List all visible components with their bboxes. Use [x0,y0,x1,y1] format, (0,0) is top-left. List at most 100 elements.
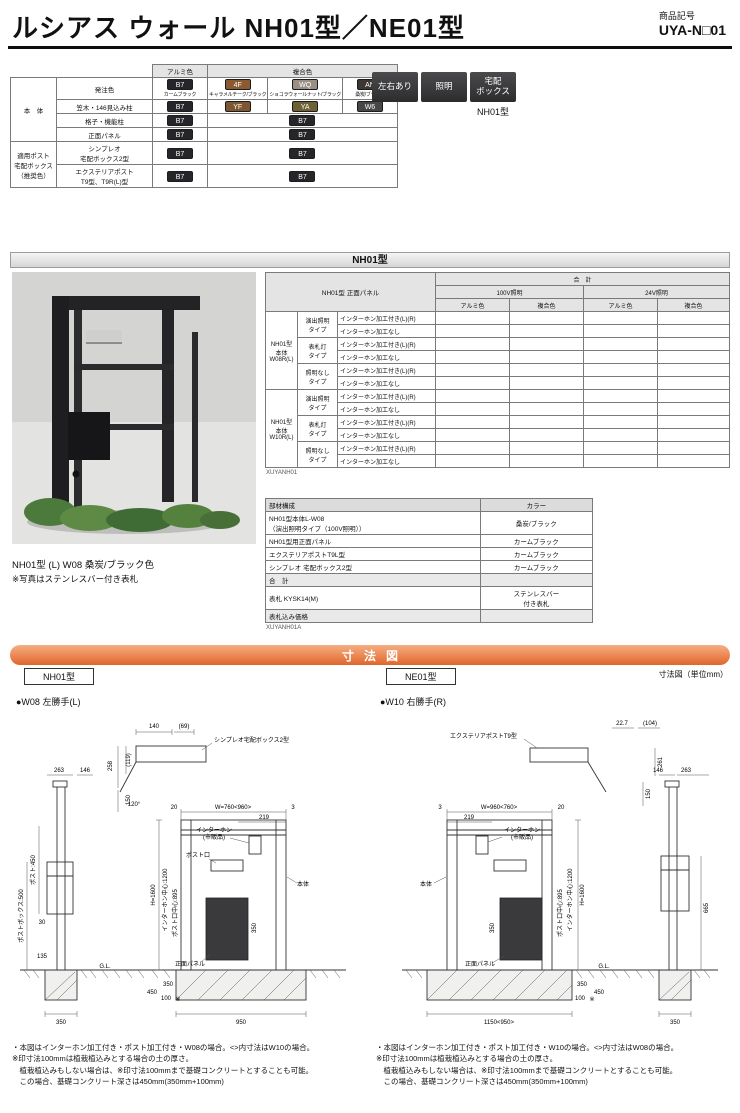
callout-exterior-post: エクステリアポストT9型 [450,732,517,740]
color-table-blank-corner [10,64,153,78]
table-row: インターホン加工なし [266,454,731,468]
dim-label: 665 [704,902,710,913]
ground-hatch [23,969,341,979]
color-chip-cell: YA [267,99,343,114]
price-cell [509,402,584,416]
variant-label-w08: ●W08 左勝手(L) [16,697,81,707]
table-row: 合 計 [265,573,594,587]
price-cell [509,441,584,455]
color-chip-cell: B7 [207,127,398,142]
ground-level-label: G.L. [99,964,111,970]
front-panel-shape [205,897,249,961]
type-label: 照明なし タイプ [297,363,338,390]
part-color: 桑炭/ブラック [479,511,594,535]
part-name: NH01型用正面パネル [265,534,481,548]
type-label: 表札灯 タイプ [297,415,338,442]
dim-label: 950 [236,1020,247,1026]
dimension-labels: シンプレオ宅配ボックス2型 140 (69) (119) 258 150 120… [17,724,309,1026]
dim-label: (104) [643,721,657,727]
dim-label: H=1600 [580,884,586,906]
dimension-diagram-nh01: シンプレオ宅配ボックス2型 140 (69) (119) 258 150 120… [17,724,346,1026]
color-chip: B7 [167,170,193,182]
table-row: シンプレオ 宅配ボックス2型 カームブラック [265,560,594,574]
dim-label: 350 [670,1020,681,1026]
color-chip: B7 [167,79,193,90]
col-header-24v: 24V照明 [582,285,731,299]
total-header: 合 計 [434,272,731,286]
dim-label: ポスト口中心:895 [171,889,179,937]
note-line: 植栽植込みもしない場合は、※印寸法100mmまで基礎コンクリートとすることも可能… [376,1065,678,1075]
col-header-alumi: アルミ色 [435,298,510,312]
price-cell [656,363,731,377]
color-chip: B7 [167,129,193,140]
note-line: ・本図はインターホン加工付き・ポスト加工付き・W08の場合。<>内寸法はW10の… [12,1043,315,1052]
table-row: 照明なし タイプ インターホン加工付き(L)(R) [266,441,731,468]
model-tag-nh01: NH01型 [24,668,95,685]
callout-post-slot: ポスト口 [186,851,210,859]
part-name: NH01型本体L-W08 （演出照明タイプ（100V照明）） [265,511,481,535]
color-table-header-row: アルミ色 複合色 [10,64,398,78]
dim-label: 450 [147,990,158,996]
color-chip: 4F [224,79,251,90]
color-chip: B7 [167,147,193,159]
table-row: インターホン加工なし [266,428,731,442]
row-label: インターホン加工付き(L)(R) [337,441,436,455]
table-row: 照明なし タイプ インターホン加工付き(L)(R) [266,363,731,390]
photo-plants [24,498,240,532]
price-cell [509,337,584,351]
callout-front-panel: 正面パネル [465,961,495,968]
product-photo-illustration [12,272,256,544]
row-label: インターホン加工付き(L)(R) [337,389,436,403]
price-cell [435,389,510,403]
table-row: NH01型 本体 W10R(L) 演出照明 タイプ インターホン加工付き(L)(… [265,389,731,468]
part-color: ステンレスバー 付き表札 [479,586,594,610]
front-panel-shape [499,897,543,961]
callout-interphone-2: (市販品) [511,833,533,841]
row-label: エクステリアポスト T9型、T9R(L)型 [56,164,153,188]
table-row: NH01型 本体 W08R(L) 演出照明 タイプ インターホン加工付き(L)(… [265,311,731,390]
side-view-outline [658,780,692,1001]
price-cell [509,428,584,442]
dim-label: 30 [39,920,46,926]
product-code-block: 商品記号 UYA-N□01 [659,9,726,38]
note-line: 植栽植込みもしない場合は、※印寸法100mmまで基礎コンクリートとすることも可能… [12,1065,314,1075]
side-view-outline [44,780,78,1001]
table-row: 表札 KYSK14(M) ステンレスバー 付き表札 [265,586,594,610]
price-cell [583,376,658,390]
price-cell [583,337,658,351]
dimension-lines [26,729,307,1017]
price-cell [435,415,510,429]
part-name: 表札 KYSK14(M) [265,586,481,610]
feature-badges: 左右あり 照明 宅配 ボックス [372,72,516,102]
price-table: NH01型 正面パネル 合 計 100V照明 24V照明 アルミ色 複合色 アル… [265,272,731,468]
type-label: 表札灯 タイプ [297,337,338,364]
table-row: 笠木・146見込み柱 B7 YF YA W6 [11,99,398,114]
dimension-lines [426,727,709,1017]
part-color: カームブラック [479,534,594,548]
row-label: インターホン加工付き(L)(R) [337,337,436,351]
note-line: ・本図はインターホン加工付き・ポスト加工付き・W10の場合。<>内寸法はW08の… [376,1043,679,1052]
price-cell [509,389,584,403]
price-cell [656,441,731,455]
header-rule [8,46,732,49]
price-table-corner: NH01型 正面パネル [265,272,436,312]
price-cell [509,350,584,364]
row-label: 格子・機能柱 [56,113,153,128]
price-cell [435,376,510,390]
dim-label: 22.7 [616,721,628,727]
body-label-w08: NH01型 本体 W08R(L) [265,311,298,390]
leader-lines [200,742,298,963]
dimension-labels: エクステリアポストT9型 22.7 (104) 261 150 3 W=960<… [420,721,710,1026]
table-row: エクステリアポスト T9型、T9R(L)型 B7 B7 [11,164,398,188]
col-header-alumi: アルミ色 [583,298,658,312]
part-color: カームブラック [479,560,594,574]
color-chip-caption: ショコラウォールナット/ブラック [269,92,341,98]
note-line: この場合、基礎コンクリート深さは450mm(350mm+100mm) [12,1076,224,1086]
dim-label: (119) [126,753,132,767]
product-photo: NH01型 (L) W08 桑炭/ブラック色 ※写真はステンレスバー付き表札 [12,272,256,585]
table-row: インターホン加工なし [266,324,731,338]
feature-badge-light: 照明 [421,72,467,102]
